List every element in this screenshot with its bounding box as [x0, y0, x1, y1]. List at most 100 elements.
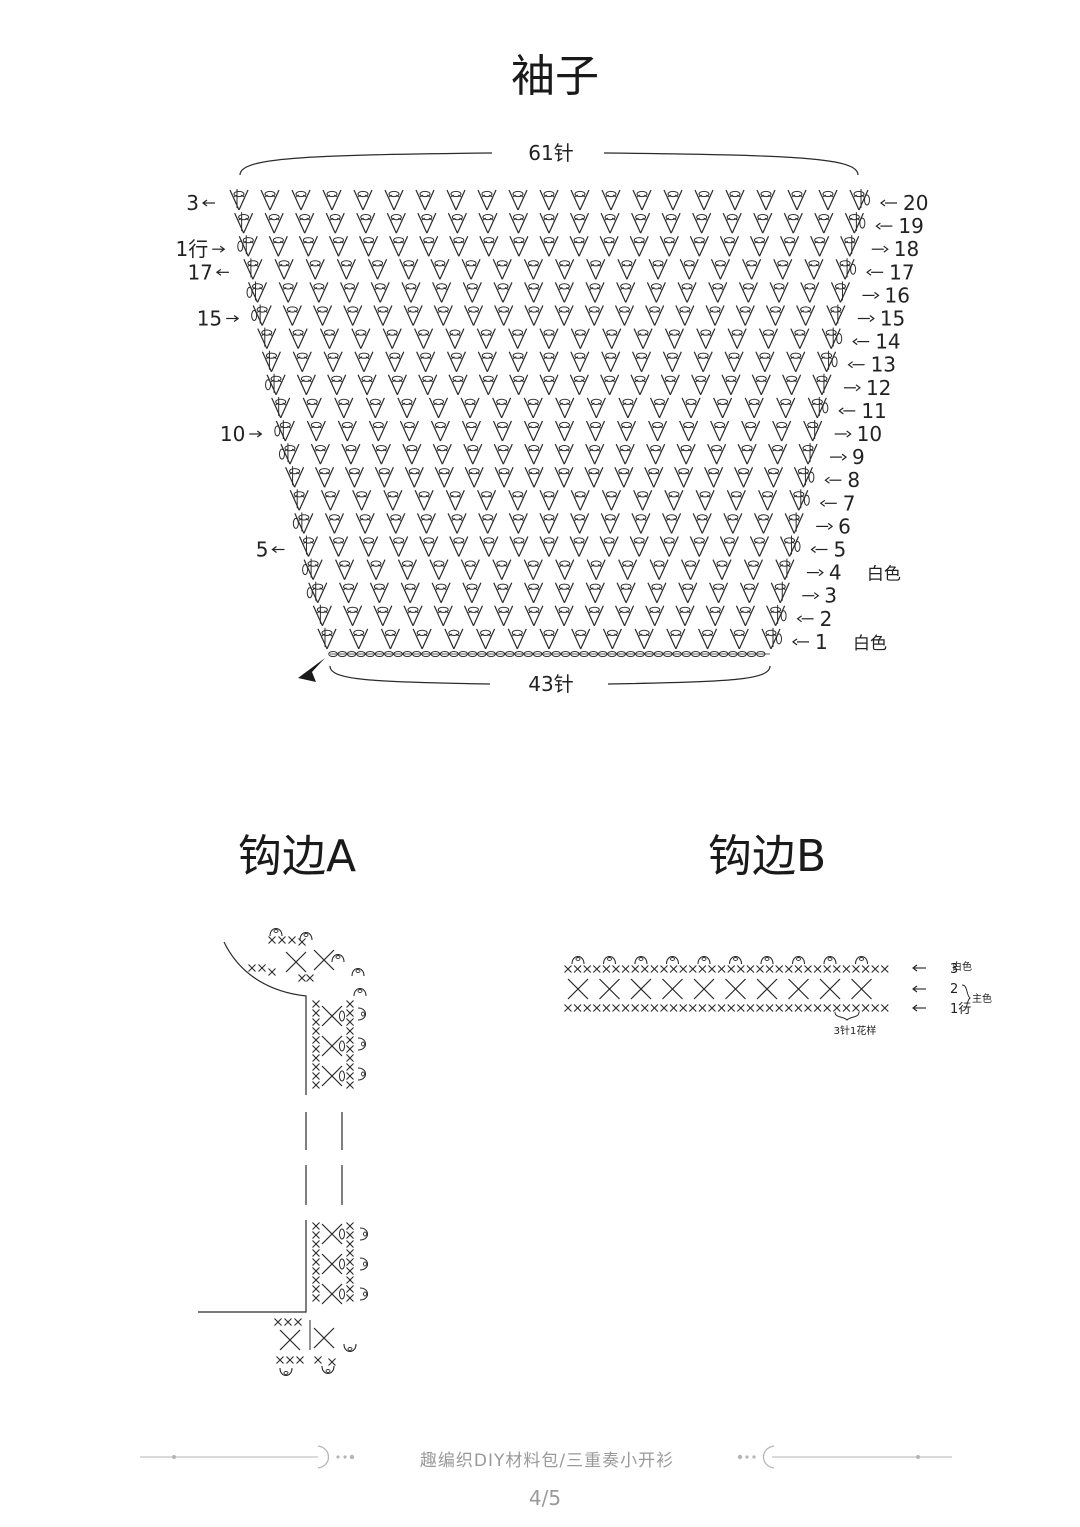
sc-stitch [311, 1071, 321, 1081]
picot [571, 955, 585, 965]
edge-b-row-3: 3 [950, 962, 958, 977]
row-number: 13 [871, 353, 896, 377]
v-stitch [445, 328, 465, 350]
v-stitch [266, 374, 286, 396]
v-stitch [761, 628, 781, 650]
sc-stitch [583, 964, 592, 974]
v-stitch [810, 235, 830, 257]
v-stitch [830, 281, 851, 303]
sc-stitch [311, 1266, 321, 1276]
sc-stitch [583, 1003, 592, 1013]
v-stitch [523, 420, 544, 442]
edge-a-title: 钩边A [238, 831, 357, 882]
chain-stitch [756, 651, 766, 657]
sc-stitch [669, 964, 678, 974]
v-stitch [649, 558, 669, 581]
v-stitch [306, 420, 326, 442]
v-stitch [509, 374, 529, 396]
sc-stitch [707, 1003, 717, 1013]
sc-stitch [345, 999, 355, 1009]
v-stitch [666, 628, 686, 650]
v-stitch [710, 420, 730, 442]
v-stitch [631, 512, 651, 535]
v-stitch [648, 258, 668, 280]
chain-stitch [532, 651, 543, 657]
chain-stitch [467, 651, 478, 657]
v-stitch [401, 281, 421, 303]
v-stitch [324, 512, 345, 535]
sc-stitch [602, 1003, 611, 1013]
v-stitch [675, 304, 695, 327]
v-stitch [509, 235, 529, 257]
chain-stitch [346, 651, 357, 657]
v-stitch [413, 328, 434, 350]
v-stitch [539, 212, 559, 234]
v-stitch [585, 420, 606, 442]
v-stitch [295, 212, 315, 234]
sc-stitch [755, 964, 765, 974]
sc-stitch [563, 1003, 573, 1013]
v-stitch [475, 628, 496, 650]
sc-stitch [345, 1275, 355, 1285]
v-stitch [664, 489, 684, 511]
v-stitch [339, 281, 360, 303]
row-number: 11 [861, 399, 886, 423]
v-stitch [404, 466, 424, 488]
v-stitch [264, 212, 284, 234]
v-stitch [585, 443, 605, 465]
v-stitch [387, 374, 407, 396]
sc-stitch [851, 1003, 861, 1013]
v-stitch [726, 489, 746, 511]
v-stitch [554, 420, 575, 442]
v-stitch [328, 535, 349, 558]
sc-stitch [287, 935, 297, 945]
v-stitch [302, 397, 322, 419]
row-number: 19 [898, 214, 923, 238]
v-stitch [721, 374, 741, 396]
v-stitch [309, 281, 329, 303]
row-label-right: 16 [862, 283, 910, 307]
v-stitch [812, 374, 832, 396]
row-number: 20 [903, 191, 928, 215]
chain-stitch [439, 651, 450, 657]
sc-stitch [880, 1003, 889, 1013]
v-stitch [492, 258, 512, 280]
row-label-right: 13 [847, 353, 896, 377]
v-stitch [735, 304, 755, 327]
v-stitch [334, 558, 355, 581]
v-stitch [449, 535, 469, 558]
sc-stitch [273, 1317, 283, 1327]
v-stitch [261, 351, 282, 373]
row-label-right: 2 [796, 607, 832, 631]
row-number: 1行 [176, 237, 209, 261]
v-stitch [749, 235, 770, 257]
v-stitch [354, 351, 374, 373]
sc-stitch [311, 999, 321, 1009]
picot [728, 955, 743, 965]
v-stitch [775, 558, 795, 581]
sc-stitch [311, 1026, 321, 1036]
v-stitch [399, 420, 420, 442]
v-stitch [298, 235, 319, 257]
v-stitch [275, 420, 295, 442]
v-stitch [317, 628, 337, 650]
sc-stitch [794, 964, 803, 974]
v-stitch [749, 535, 770, 558]
v-stitch [569, 212, 590, 234]
sc-stitch [688, 964, 697, 974]
sc-stitch [311, 1062, 321, 1072]
v-stitch [646, 281, 666, 303]
sc-stitch [784, 1003, 793, 1013]
v-stitch [662, 351, 682, 373]
v-stitch [763, 466, 784, 488]
row-label-left: 3 [186, 191, 215, 215]
v-stitch [600, 374, 620, 396]
v-stitch [524, 443, 544, 465]
v-stitch [741, 258, 762, 280]
v-stitch [633, 328, 653, 350]
v-stitch [786, 351, 806, 373]
edge-a-chart [198, 927, 369, 1377]
turning-chain [850, 263, 857, 275]
v-stitch [630, 374, 650, 396]
